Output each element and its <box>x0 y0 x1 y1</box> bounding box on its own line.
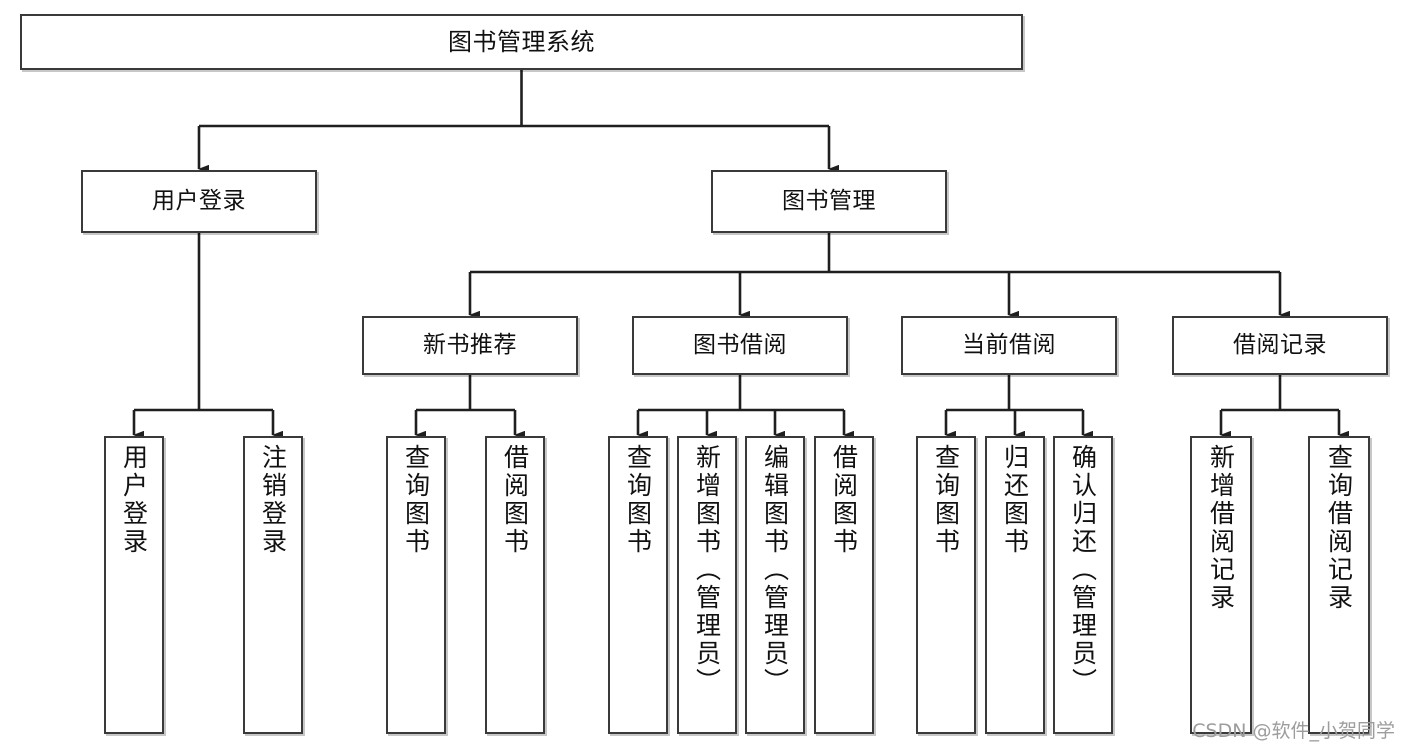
leaf-return-book[interactable]: 归还图书 <box>985 436 1045 734</box>
leaf-borrow-book-label: 借阅图书 <box>829 444 859 556</box>
leaf-query-book-label: 查询图书 <box>623 444 653 556</box>
leaf-confirm-return-admin-label: 确认归还（管理员） <box>1068 444 1098 696</box>
leaf-user-login[interactable]: 用户登录 <box>104 436 164 734</box>
node-current-borrow-label: 当前借阅 <box>962 331 1056 358</box>
leaf-query-book-current-label: 查询图书 <box>931 444 961 556</box>
leaf-logout-label: 注销登录 <box>258 444 288 556</box>
leaf-add-borrow-record-label: 新增借阅记录 <box>1206 444 1236 612</box>
node-borrow-record[interactable]: 借阅记录 <box>1172 316 1388 375</box>
leaf-return-book-label: 归还图书 <box>1000 444 1030 556</box>
leaf-edit-book-admin-label: 编辑图书（管理员） <box>760 444 790 696</box>
node-book-management-label: 图书管理 <box>782 187 876 214</box>
leaf-query-book-recommend-label: 查询图书 <box>401 444 431 556</box>
leaf-query-book-recommend[interactable]: 查询图书 <box>386 436 446 734</box>
leaf-add-book-admin-label: 新增图书（管理员） <box>692 444 722 696</box>
node-book-borrow-label: 图书借阅 <box>693 331 787 358</box>
leaf-user-login-label: 用户登录 <box>119 444 149 556</box>
node-new-book-recommend-label: 新书推荐 <box>423 331 517 358</box>
leaf-query-borrow-record-label: 查询借阅记录 <box>1324 444 1354 612</box>
watermark: CSDN @软件_小贺同学 <box>1192 720 1395 742</box>
node-root[interactable]: 图书管理系统 <box>20 14 1023 70</box>
node-book-management[interactable]: 图书管理 <box>711 170 947 233</box>
leaf-query-book[interactable]: 查询图书 <box>608 436 668 734</box>
node-root-label: 图书管理系统 <box>448 27 595 56</box>
leaf-edit-book-admin[interactable]: 编辑图书（管理员） <box>745 436 805 734</box>
leaf-borrow-book-recommend-label: 借阅图书 <box>500 444 530 556</box>
node-user-login[interactable]: 用户登录 <box>81 170 317 233</box>
node-borrow-record-label: 借阅记录 <box>1233 331 1327 358</box>
leaf-borrow-book[interactable]: 借阅图书 <box>814 436 874 734</box>
leaf-confirm-return-admin[interactable]: 确认归还（管理员） <box>1053 436 1113 734</box>
node-new-book-recommend[interactable]: 新书推荐 <box>362 316 578 375</box>
leaf-query-borrow-record[interactable]: 查询借阅记录 <box>1308 436 1370 734</box>
leaf-add-book-admin[interactable]: 新增图书（管理员） <box>677 436 737 734</box>
node-user-login-label: 用户登录 <box>152 187 246 214</box>
leaf-query-book-current[interactable]: 查询图书 <box>916 436 976 734</box>
leaf-add-borrow-record[interactable]: 新增借阅记录 <box>1190 436 1252 734</box>
node-current-borrow[interactable]: 当前借阅 <box>901 316 1117 375</box>
leaf-borrow-book-recommend[interactable]: 借阅图书 <box>485 436 545 734</box>
leaf-logout[interactable]: 注销登录 <box>243 436 303 734</box>
node-book-borrow[interactable]: 图书借阅 <box>632 316 848 375</box>
